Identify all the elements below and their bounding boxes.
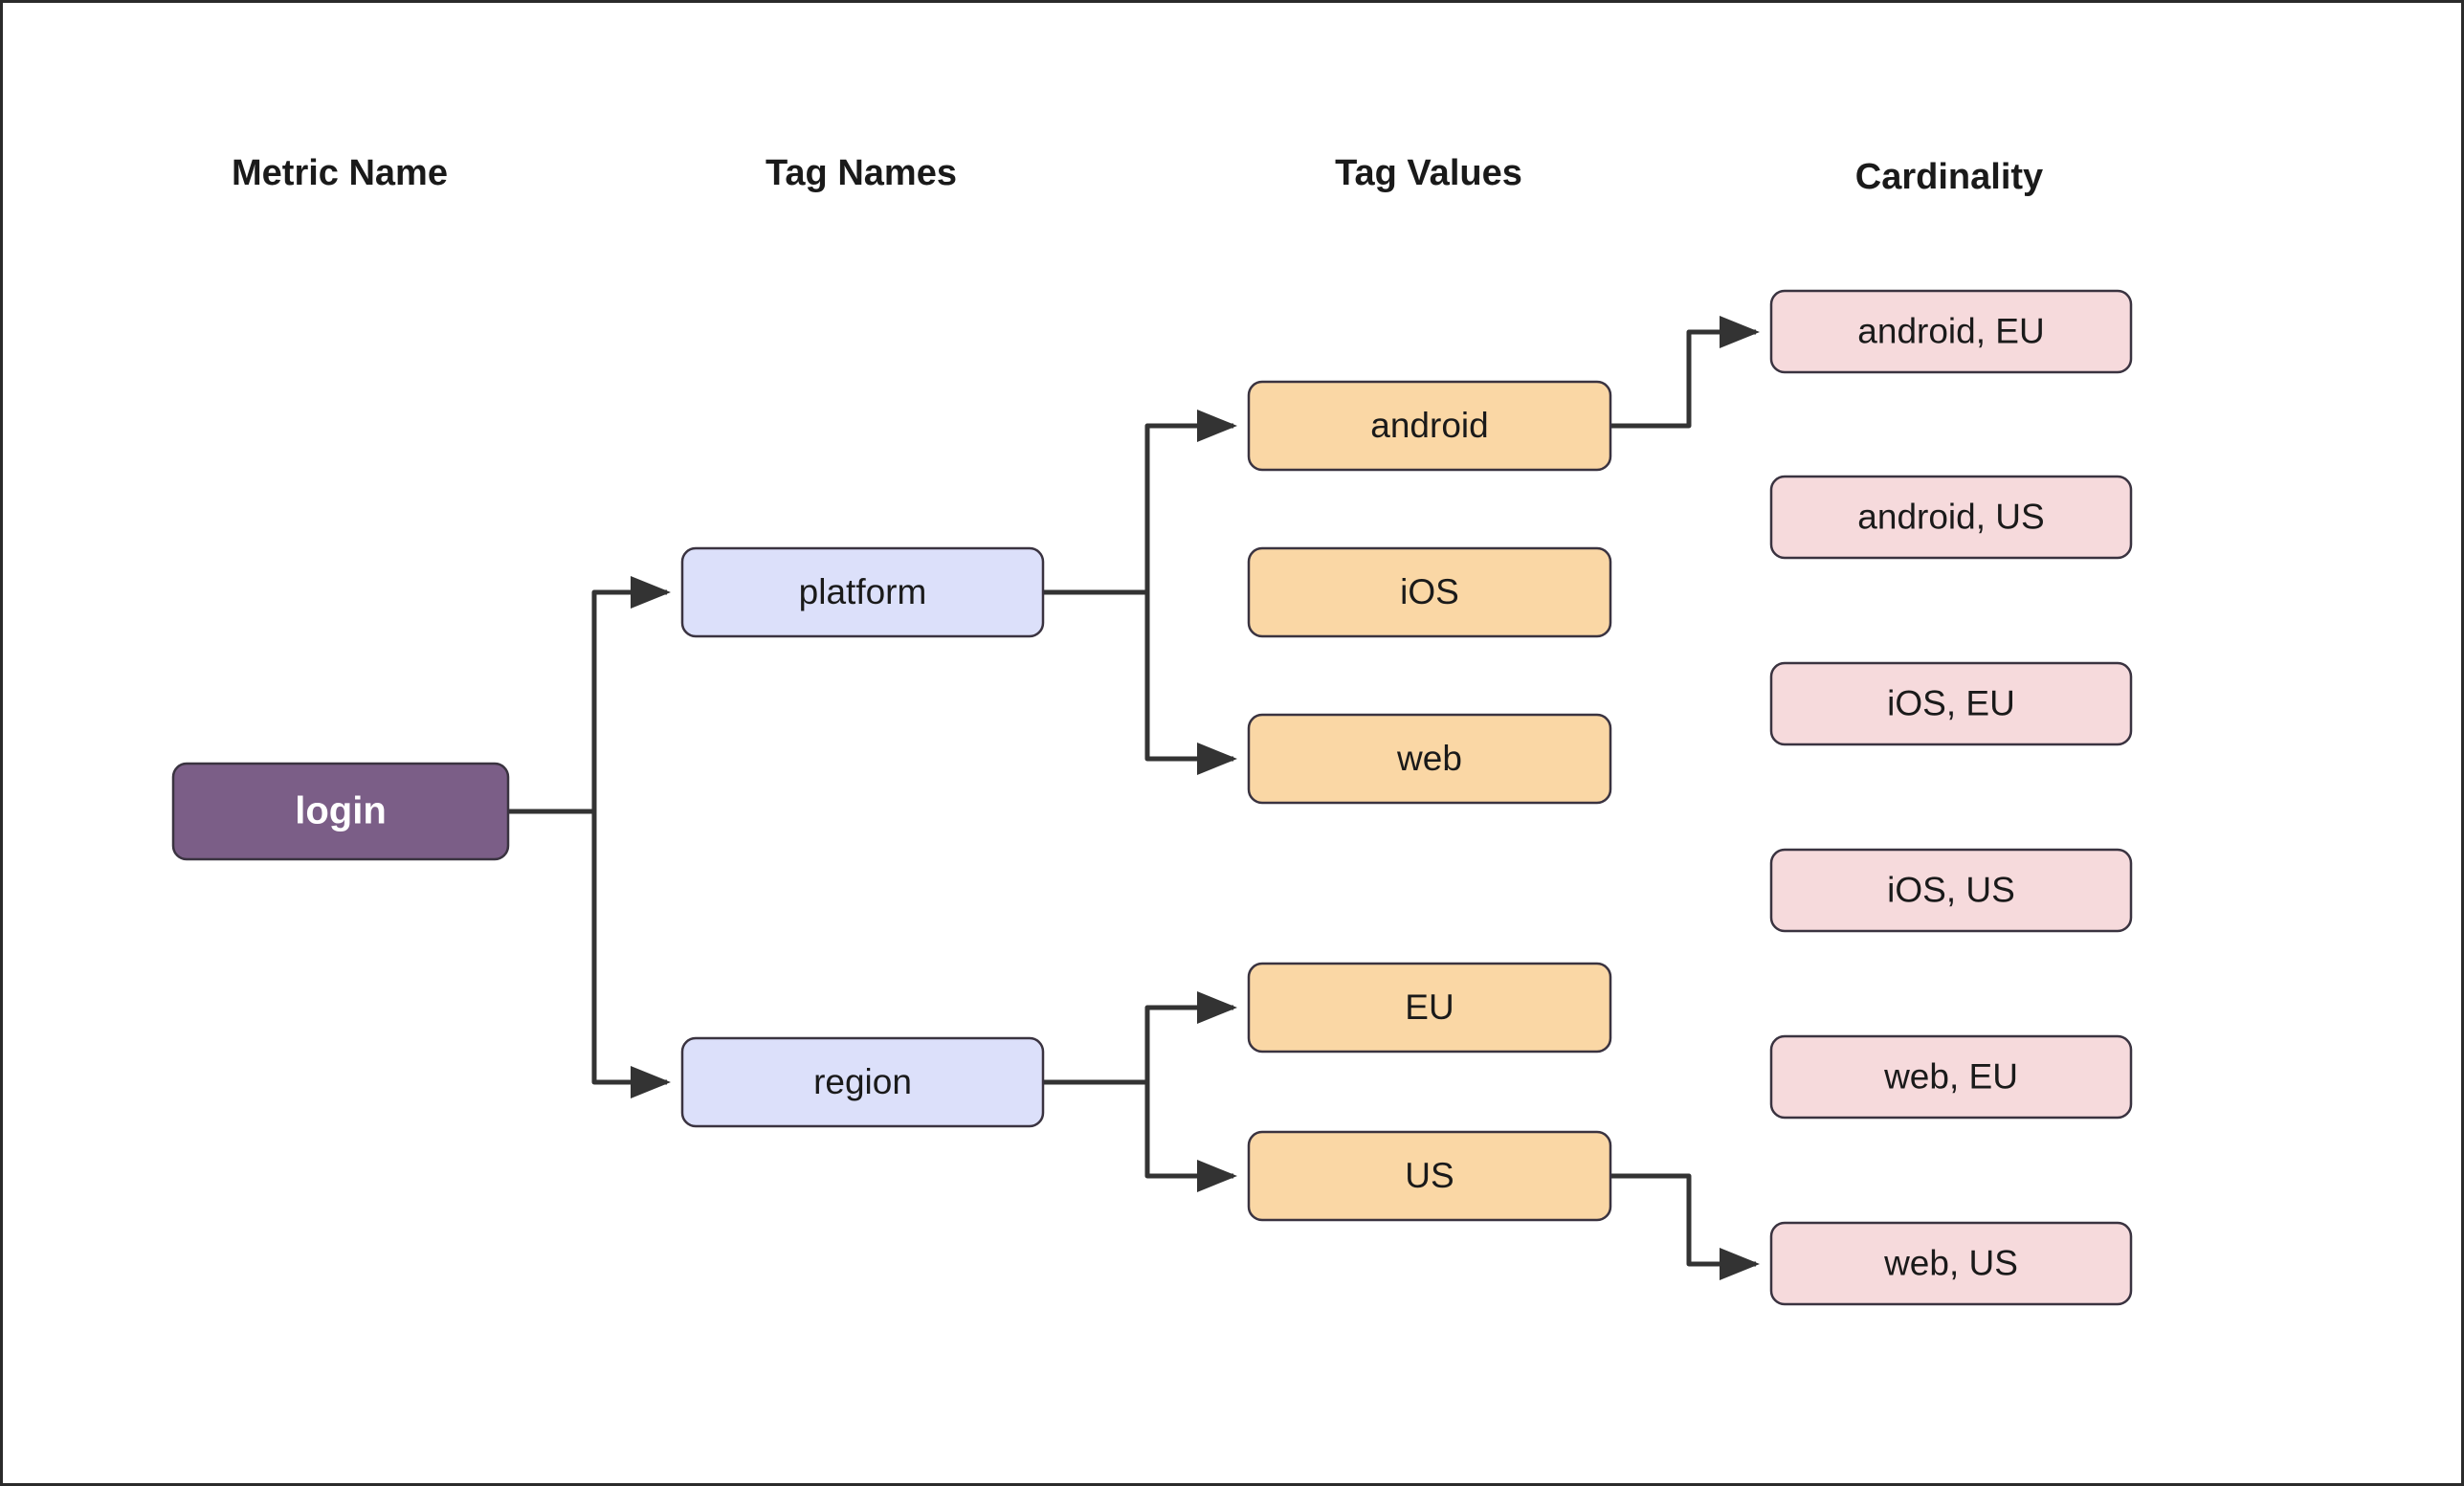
node-eu[interactable]: EU: [1247, 962, 1612, 1054]
node-ios[interactable]: iOS: [1247, 546, 1612, 638]
node-shape-web: [1247, 713, 1612, 805]
edge-login-to-platform: [508, 576, 672, 814]
node-label-eu: EU: [1405, 987, 1454, 1027]
node-shape-android-us: [1769, 475, 2133, 560]
edge-region-to-us: [1144, 1082, 1238, 1192]
node-shape-web-eu: [1769, 1034, 2133, 1120]
node-label-web-eu: web, EU: [1883, 1056, 2018, 1096]
column-headers: Metric Name Tag Names Tag Values Cardinalit…: [232, 153, 2043, 197]
column-header-tag-values: Tag Values: [1335, 153, 1522, 193]
node-label-ios-eu: iOS, EU: [1887, 683, 2015, 722]
node-label-login: login: [295, 790, 387, 832]
node-ios-eu[interactable]: iOS, EU: [1769, 661, 2133, 746]
node-shape-android-eu: [1769, 289, 2133, 374]
node-label-region: region: [813, 1062, 912, 1101]
node-shape-ios-us: [1769, 848, 2133, 933]
node-platform[interactable]: platform: [680, 546, 1045, 638]
node-android-us[interactable]: android, US: [1769, 475, 2133, 560]
node-android-eu[interactable]: android, EU: [1769, 289, 2133, 374]
node-region[interactable]: region: [680, 1036, 1045, 1128]
node-label-ios-us: iOS, US: [1887, 870, 2015, 909]
node-label-us: US: [1405, 1156, 1454, 1195]
node-shape-us: [1247, 1130, 1612, 1222]
column-header-metric-name: Metric Name: [232, 153, 448, 193]
node-label-android-us: android, US: [1857, 497, 2044, 536]
column-header-cardinality: Cardinality: [1855, 157, 2043, 197]
node-shape-login: [171, 762, 510, 861]
node-shape-android: [1247, 380, 1612, 472]
node-web-eu[interactable]: web, EU: [1769, 1034, 2133, 1120]
node-label-ios: iOS: [1400, 572, 1459, 611]
node-label-android-eu: android, EU: [1857, 311, 2044, 350]
node-us[interactable]: US: [1247, 1130, 1612, 1222]
edges-layer: [508, 316, 1761, 1280]
node-web[interactable]: web: [1247, 713, 1612, 805]
node-shape-platform: [680, 546, 1045, 638]
node-shape-region: [680, 1036, 1045, 1128]
edge-us-to-web-us: [1610, 1173, 1761, 1280]
column-header-tag-names: Tag Names: [766, 153, 957, 193]
node-ios-us[interactable]: iOS, US: [1769, 848, 2133, 933]
node-web-us[interactable]: web, US: [1769, 1221, 2133, 1306]
node-shape-eu: [1247, 962, 1612, 1054]
edge-region-to-eu: [1043, 991, 1238, 1085]
edge-login-to-region: [508, 809, 672, 1098]
node-label-web-us: web, US: [1883, 1243, 2018, 1282]
node-shape-ios-eu: [1769, 661, 2133, 746]
edge-android-to-android-eu: [1610, 316, 1761, 429]
node-shape-ios: [1247, 546, 1612, 638]
node-label-android: android: [1370, 406, 1488, 445]
node-label-platform: platform: [799, 572, 927, 611]
node-login[interactable]: login: [171, 762, 510, 861]
edge-platform-to-android: [1043, 410, 1238, 595]
edge-platform-to-web: [1144, 592, 1238, 775]
node-android[interactable]: android: [1247, 380, 1612, 472]
node-label-web: web: [1396, 739, 1462, 778]
node-shape-web-us: [1769, 1221, 2133, 1306]
